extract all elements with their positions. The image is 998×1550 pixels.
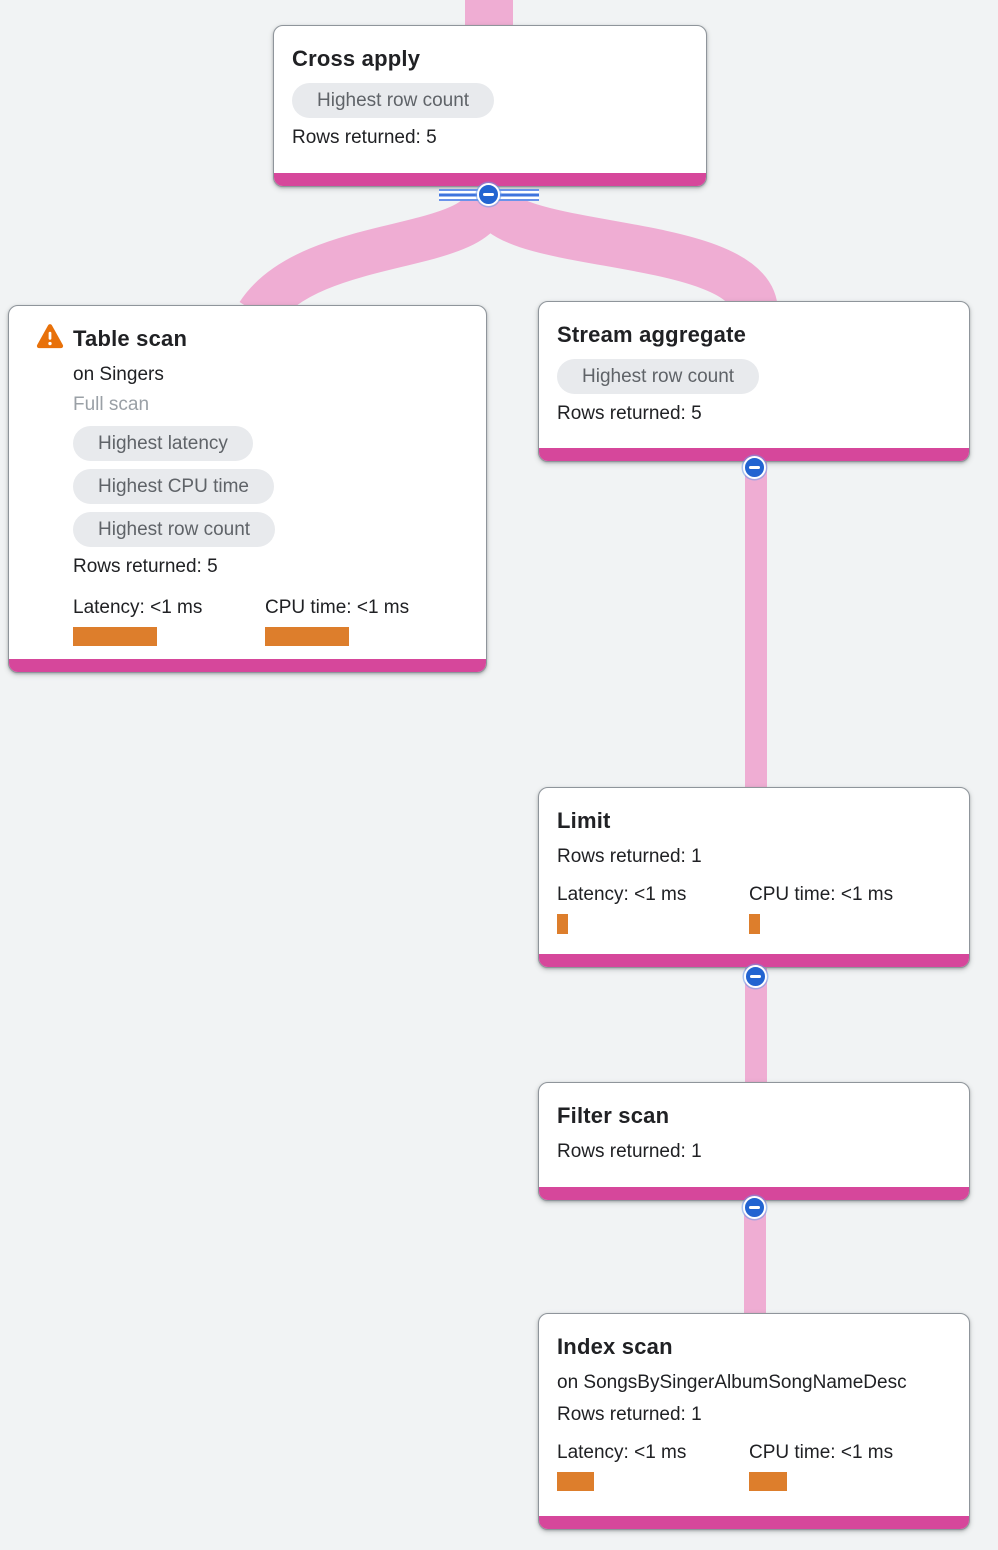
node-footer-bar xyxy=(539,1187,969,1200)
cpu-time-label: CPU time: <1 ms xyxy=(749,884,894,905)
cpu-time-metric: CPU time: <1 ms xyxy=(265,596,457,646)
latency-label: Latency: <1 ms xyxy=(73,597,203,618)
badge-highest-row-count: Highest row count xyxy=(557,359,760,394)
node-title: Table scan xyxy=(73,326,188,351)
node-cross-apply[interactable]: Cross apply Highest row count Rows retur… xyxy=(273,25,707,187)
edge-cross-apply-to-table-scan xyxy=(239,192,508,328)
rows-returned-text: Rows returned: 1 xyxy=(557,1404,702,1425)
node-subtitle: on Singers xyxy=(73,364,164,385)
latency-metric: Latency: <1 ms xyxy=(557,1441,749,1491)
warning-icon xyxy=(36,324,64,349)
collapse-button-filter-scan[interactable] xyxy=(743,1196,766,1219)
rows-returned-text: Rows returned: 1 xyxy=(557,1141,702,1162)
node-limit[interactable]: Limit Rows returned: 1 Latency: <1 ms CP… xyxy=(538,787,970,968)
node-title: Stream aggregate xyxy=(557,322,747,347)
node-title: Index scan xyxy=(557,1334,673,1359)
cpu-time-bar xyxy=(265,627,349,646)
cpu-time-metric: CPU time: <1 ms xyxy=(749,1441,941,1491)
latency-bar xyxy=(557,1472,594,1491)
node-title: Limit xyxy=(557,808,611,833)
minus-icon xyxy=(750,975,761,978)
collapse-button-cross-apply[interactable] xyxy=(477,183,500,206)
cpu-time-label: CPU time: <1 ms xyxy=(749,1442,894,1463)
badge-highest-latency: Highest latency xyxy=(73,426,253,461)
node-footer-bar xyxy=(539,954,969,967)
latency-label: Latency: <1 ms xyxy=(557,884,687,905)
node-filter-scan[interactable]: Filter scan Rows returned: 1 xyxy=(538,1082,970,1201)
badge-highest-cpu-time: Highest CPU time xyxy=(73,469,274,504)
node-note: Full scan xyxy=(73,394,150,415)
node-footer-bar xyxy=(274,173,706,186)
collapse-button-stream-aggregate[interactable] xyxy=(743,456,766,479)
latency-metric: Latency: <1 ms xyxy=(73,596,265,646)
rows-returned-text: Rows returned: 1 xyxy=(557,846,702,867)
rows-returned-text: Rows returned: 5 xyxy=(292,127,437,148)
minus-icon xyxy=(749,1206,760,1209)
badge-highest-row-count: Highest row count xyxy=(292,83,495,118)
edge-cross-apply-to-stream-aggregate xyxy=(469,190,778,317)
node-table-scan[interactable]: Table scan on Singers Full scan Highest … xyxy=(8,305,487,673)
rows-returned-text: Rows returned: 5 xyxy=(557,403,702,424)
cpu-time-bar xyxy=(749,1472,787,1491)
node-title: Cross apply xyxy=(292,46,421,71)
badge-highest-row-count: Highest row count xyxy=(73,512,276,547)
collapse-button-limit[interactable] xyxy=(744,965,767,988)
node-subtitle: on SongsBySingerAlbumSongNameDesc xyxy=(557,1372,907,1393)
cpu-time-label: CPU time: <1 ms xyxy=(265,597,410,618)
node-stream-aggregate[interactable]: Stream aggregate Highest row count Rows … xyxy=(538,301,970,462)
latency-bar xyxy=(73,627,157,646)
node-footer-bar xyxy=(539,448,969,461)
node-title: Filter scan xyxy=(557,1103,670,1128)
node-index-scan[interactable]: Index scan on SongsBySingerAlbumSongName… xyxy=(538,1313,970,1530)
latency-bar xyxy=(557,914,568,934)
minus-icon xyxy=(483,193,494,196)
rows-returned-text: Rows returned: 5 xyxy=(73,556,218,577)
cpu-time-bar xyxy=(749,914,760,934)
cpu-time-metric: CPU time: <1 ms xyxy=(749,883,941,934)
node-footer-bar xyxy=(539,1516,969,1529)
minus-icon xyxy=(749,466,760,469)
latency-metric: Latency: <1 ms xyxy=(557,883,749,934)
latency-label: Latency: <1 ms xyxy=(557,1442,687,1463)
node-footer-bar xyxy=(9,659,486,672)
